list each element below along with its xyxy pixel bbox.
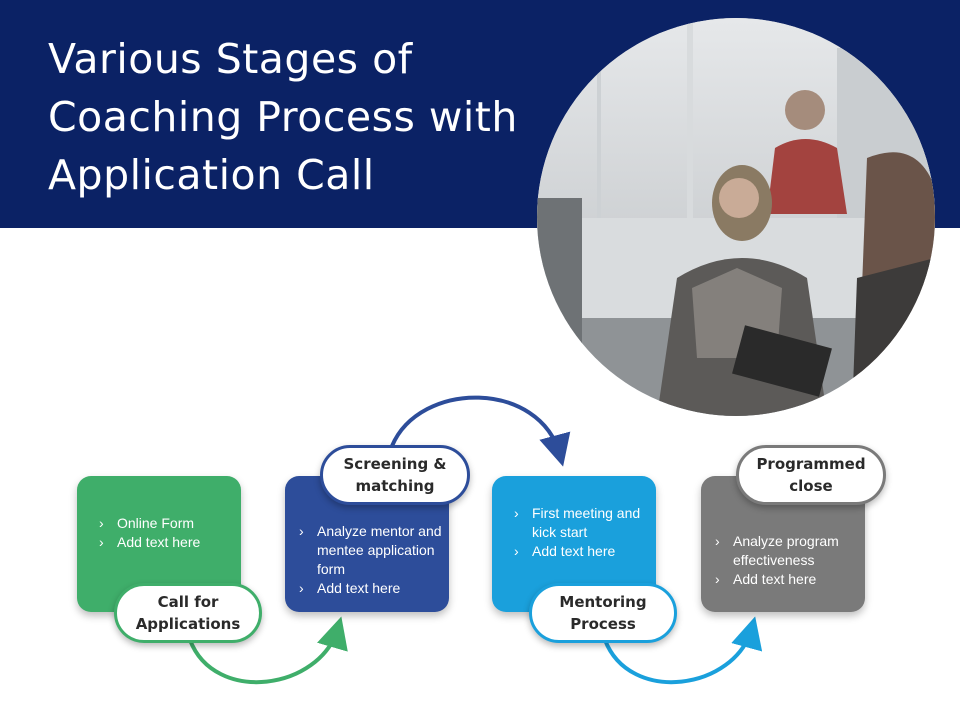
photo-illustration — [537, 18, 935, 416]
bullet: Add text here — [97, 533, 232, 552]
stage-bullets: Online Form Add text here — [97, 514, 232, 552]
stage-label-programmed-close: Programmed close — [736, 445, 886, 505]
arrow-screening-to-mentoring — [390, 395, 571, 467]
stage-bullets: Analyze program effectiveness Add text h… — [713, 532, 858, 589]
arrow-call-to-screening — [188, 616, 348, 685]
page-title: Various Stages of Coaching Process with … — [48, 35, 518, 199]
stage-label-mentoring-process: Mentoring Process — [529, 583, 677, 643]
bullet: Add text here — [713, 570, 858, 589]
team-meeting-photo — [537, 18, 935, 416]
stage-label-screening-matching: Screening & matching — [320, 445, 470, 505]
stage-bullets: First meeting and kick start Add text he… — [512, 504, 647, 561]
bullet: First meeting and kick start — [512, 504, 647, 542]
stage-label-call-for-applications: Call for Applications — [114, 583, 262, 643]
arrow-mentoring-to-close — [603, 616, 763, 685]
bullet: Add text here — [512, 542, 647, 561]
bullet: Analyze program effectiveness — [713, 532, 858, 570]
stage-bullets: Analyze mentor and mentee application fo… — [297, 522, 442, 598]
bullet: Online Form — [97, 514, 232, 533]
bullet: Analyze mentor and mentee application fo… — [297, 522, 442, 579]
bullet: Add text here — [297, 579, 442, 598]
